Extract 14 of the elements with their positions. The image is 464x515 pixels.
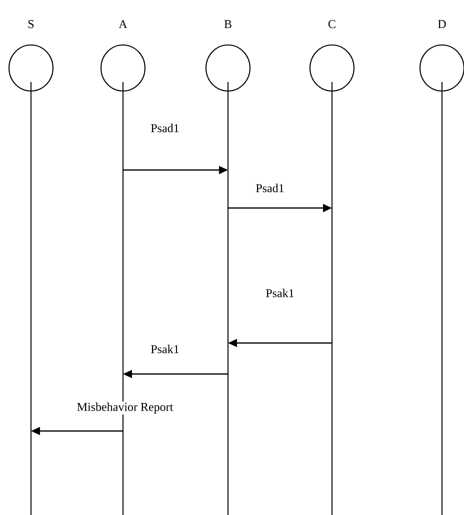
- edge-label: Psak1: [264, 288, 296, 298]
- edge-label: Psad1: [254, 182, 286, 194]
- lifeline: B: [206, 20, 250, 515]
- edge-label: Psad1: [150, 122, 180, 134]
- node-label: S: [28, 20, 34, 28]
- lifeline: S: [8, 20, 54, 515]
- lifeline: D: [420, 20, 464, 515]
- edge-label: Misbehavior Report: [76, 402, 174, 414]
- lifeline: C: [310, 20, 354, 515]
- node-label: B: [224, 20, 232, 28]
- node-label: D: [438, 20, 446, 28]
- node-label: A: [118, 20, 128, 28]
- edge-label: Psak1: [150, 344, 180, 354]
- node-label: C: [328, 20, 336, 28]
